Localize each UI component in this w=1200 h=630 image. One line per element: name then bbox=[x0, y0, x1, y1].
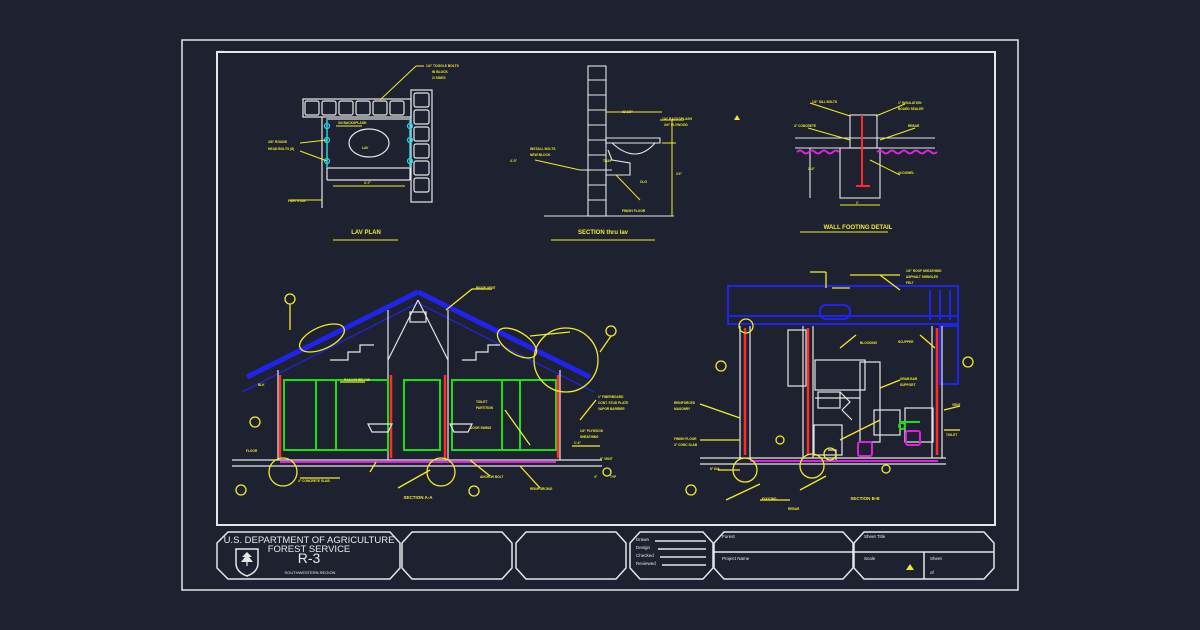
field-scale: Scale bbox=[864, 556, 876, 561]
svg-text:REINFORCED: REINFORCED bbox=[674, 401, 696, 405]
svg-text:8" DIA.: 8" DIA. bbox=[710, 467, 721, 471]
lav-plan-title: LAV PLAN bbox=[351, 230, 381, 236]
title-block-agency-cell bbox=[216, 531, 401, 580]
wall-footing-detail: 1/2" SILL BOLTS 1" INSULATION BOARD SEAL… bbox=[794, 100, 938, 233]
svg-text:6" VENT: 6" VENT bbox=[600, 457, 613, 461]
svg-text:NEW BLOCK: NEW BLOCK bbox=[530, 153, 551, 157]
section-lav-view: 22 1/2" 1/4" BACKSPLASH 3/4" PLYWOOD INS… bbox=[510, 65, 693, 241]
section-bb-view: 1/2" ROOF SHEATHING ASPHALT SHINGLES FEL… bbox=[674, 269, 974, 511]
forest-service-shield-icon bbox=[235, 548, 259, 577]
svg-text:1/2" PLYWOOD: 1/2" PLYWOOD bbox=[580, 429, 604, 433]
svg-text:IN BLOCK: IN BLOCK bbox=[432, 70, 449, 74]
drawing-code: R-3 bbox=[298, 550, 321, 566]
lav-plan-view: 1/4" TOGGLE BOLTS IN BLOCK 2/ SIDES 3/4 … bbox=[268, 64, 460, 241]
svg-text:FOOTING: FOOTING bbox=[762, 497, 777, 501]
svg-text:SCUPPER: SCUPPER bbox=[898, 340, 914, 344]
section-aa-title: SECTION A-A bbox=[403, 495, 433, 500]
wall-footing-title: WALL FOOTING DETAIL bbox=[824, 225, 893, 231]
svg-text:4" CONC SLAB: 4" CONC SLAB bbox=[674, 443, 698, 447]
svg-text:#4 DOWEL: #4 DOWEL bbox=[898, 171, 914, 175]
field-design: Design bbox=[636, 545, 651, 550]
svg-text:3'-7": 3'-7" bbox=[364, 181, 372, 185]
svg-text:4'-0": 4'-0" bbox=[510, 159, 518, 163]
svg-text:2/ SIDES: 2/ SIDES bbox=[432, 76, 446, 80]
svg-text:4" CONCRETE SLAB: 4" CONCRETE SLAB bbox=[298, 479, 330, 483]
svg-text:REBAR: REBAR bbox=[908, 124, 920, 128]
svg-text:DOOR SWING: DOOR SWING bbox=[470, 426, 492, 430]
svg-text:4" CONCRETE: 4" CONCRETE bbox=[794, 124, 816, 128]
svg-text:ASPHALT SHINGLES: ASPHALT SHINGLES bbox=[906, 275, 938, 279]
svg-text:1'-4": 1'-4" bbox=[574, 441, 581, 445]
svg-text:2'-0": 2'-0" bbox=[808, 167, 815, 171]
svg-text:1/2" SILL BOLTS: 1/2" SILL BOLTS bbox=[812, 100, 837, 104]
field-checked: Checked bbox=[636, 553, 654, 558]
svg-text:GRAB BAR: GRAB BAR bbox=[900, 377, 918, 381]
field-sheet: Sheet bbox=[930, 556, 943, 561]
svg-text:REBAR: REBAR bbox=[788, 507, 800, 511]
sheet-corner-note: - - - bbox=[219, 48, 224, 52]
svg-text:REINFORCING: REINFORCING bbox=[530, 487, 553, 491]
svg-text:2': 2' bbox=[856, 201, 859, 205]
section-bb-title: SECTION B-B bbox=[850, 496, 880, 501]
svg-text:SHEATHING: SHEATHING bbox=[580, 435, 599, 439]
svg-text:22 1/2": 22 1/2" bbox=[622, 110, 633, 114]
svg-text:FLOOR: FLOOR bbox=[246, 449, 258, 453]
region-name: SOUTHWESTERN REGION bbox=[285, 570, 336, 575]
north-marker-icon bbox=[734, 115, 740, 120]
svg-text:1/4" BACKSPLASH: 1/4" BACKSPLASH bbox=[662, 117, 693, 121]
svg-text:CLG: CLG bbox=[640, 180, 647, 184]
svg-text:ANCHOR BOLT: ANCHOR BOLT bbox=[480, 475, 503, 479]
svg-text:4": 4" bbox=[594, 475, 598, 479]
svg-text:FELT: FELT bbox=[906, 281, 914, 285]
svg-text:MASONRY: MASONRY bbox=[674, 407, 691, 411]
agency-line-2: FOREST SERVICE bbox=[268, 544, 351, 555]
svg-text:CONT. STUD PLATE: CONT. STUD PLATE bbox=[598, 401, 628, 405]
title-block-blank-cell-1 bbox=[401, 531, 513, 580]
svg-text:LAV: LAV bbox=[362, 146, 369, 150]
svg-text:FINISH FLOOR: FINISH FLOOR bbox=[674, 437, 697, 441]
svg-text:3'4": 3'4" bbox=[676, 172, 682, 176]
field-sheet-of: of bbox=[930, 570, 935, 575]
svg-text:TOILET: TOILET bbox=[946, 433, 957, 437]
scale-marker-icon bbox=[906, 564, 914, 570]
field-project-name: Project Name bbox=[722, 556, 750, 561]
svg-text:TRAP: TRAP bbox=[603, 159, 613, 163]
svg-text:1" INSULATION: 1" INSULATION bbox=[898, 101, 922, 105]
svg-text:BLOCKING: BLOCKING bbox=[860, 341, 878, 345]
title-block-blank-cell-2 bbox=[515, 531, 627, 580]
svg-text:INSTALL BOLTS: INSTALL BOLTS bbox=[530, 147, 556, 151]
svg-text:PARTITION: PARTITION bbox=[288, 199, 306, 203]
svg-text:SUPPORT: SUPPORT bbox=[900, 383, 915, 387]
svg-text:1/2" ROOF SHEATHING: 1/2" ROOF SHEATHING bbox=[906, 269, 942, 273]
field-reviewed: Reviewed bbox=[636, 561, 656, 566]
svg-text:VENT: VENT bbox=[952, 403, 961, 407]
svg-text:TYP: TYP bbox=[610, 475, 617, 479]
title-block-signoff-cell bbox=[629, 531, 714, 580]
svg-text:3/4 BACKSPLASH: 3/4 BACKSPLASH bbox=[338, 121, 367, 125]
svg-text:3/4" PLYWOOD: 3/4" PLYWOOD bbox=[664, 123, 688, 127]
agency-line-1: U.S. DEPARTMENT OF AGRICULTURE bbox=[224, 535, 395, 546]
svg-text:RAILING BELOW: RAILING BELOW bbox=[344, 378, 370, 382]
svg-text:BLK: BLK bbox=[258, 383, 265, 387]
svg-text:HEAD BOLTS (8): HEAD BOLTS (8) bbox=[268, 147, 294, 151]
field-drawn: Drawn bbox=[636, 537, 650, 542]
title-block: U.S. DEPARTMENT OF AGRICULTURE FOREST SE… bbox=[216, 531, 995, 580]
svg-text:1/4" TOGGLE BOLTS: 1/4" TOGGLE BOLTS bbox=[426, 64, 460, 68]
svg-text:FINISH FLOOR: FINISH FLOOR bbox=[622, 209, 646, 213]
svg-text:1" FIBERBOARD: 1" FIBERBOARD bbox=[598, 395, 624, 399]
svg-text:PARTITION: PARTITION bbox=[476, 406, 494, 410]
svg-text:3/8" ROUND: 3/8" ROUND bbox=[268, 140, 288, 144]
svg-text:RIDGE VENT: RIDGE VENT bbox=[476, 286, 496, 290]
section-lav-title: SECTION thru lav bbox=[578, 230, 629, 236]
section-aa-view: RIDGE VENT 1" FIBERBOARD CONT. STUD PLAT… bbox=[232, 286, 628, 500]
svg-text:TOILET: TOILET bbox=[476, 400, 487, 404]
outer-border bbox=[181, 39, 1019, 591]
svg-text:BOARD SEALER: BOARD SEALER bbox=[898, 107, 924, 111]
field-sheet-title: Sheet Title bbox=[864, 534, 886, 539]
inner-border bbox=[216, 51, 996, 526]
svg-text:VAPOR BARRIER: VAPOR BARRIER bbox=[598, 407, 625, 411]
field-forest: Forest bbox=[722, 534, 736, 539]
